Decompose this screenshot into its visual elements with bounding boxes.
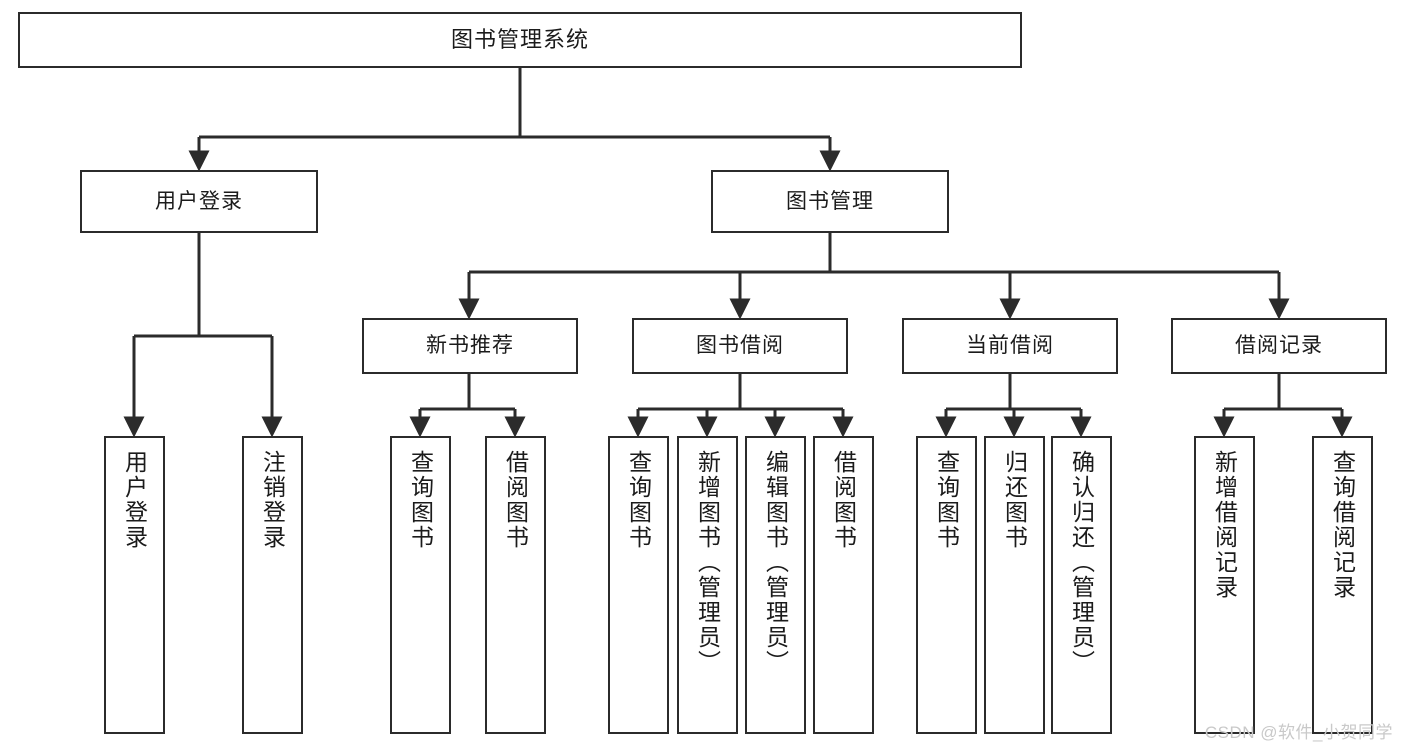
node-label: 新书推荐 [426,334,514,358]
node-label: 用户登录 [155,189,243,213]
csdn-watermark: CSDN @软件_小贺同学 [1204,723,1393,742]
node-label: 查询图书 [625,450,652,550]
node-new-book-recommendation[interactable]: 新书推荐 [362,318,578,374]
node-borrowing-record[interactable]: 借阅记录 [1171,318,1387,374]
leaf-user-login-login[interactable]: 用户登录 [104,436,165,734]
node-label: 当前借阅 [966,334,1054,358]
node-label: 编辑图书（管理员） [762,450,789,675]
leaf-current-confirm-return-admin[interactable]: 确认归还（管理员） [1051,436,1112,734]
node-label: 图书借阅 [696,334,784,358]
node-book-borrowing[interactable]: 图书借阅 [632,318,848,374]
node-label: 新增图书（管理员） [694,450,721,675]
leaf-borrow-edit-book-admin[interactable]: 编辑图书（管理员） [745,436,806,734]
leaf-borrow-query-book[interactable]: 查询图书 [608,436,669,734]
node-label: 查询图书 [933,450,960,550]
leaf-new-book-borrow-book[interactable]: 借阅图书 [485,436,546,734]
leaf-borrow-borrow-book[interactable]: 借阅图书 [813,436,874,734]
node-label: 图书管理系统 [450,26,589,52]
node-label: 归还图书 [1001,450,1028,550]
node-current-borrowing[interactable]: 当前借阅 [902,318,1118,374]
node-label: 查询借阅记录 [1329,450,1356,600]
leaf-current-return-book[interactable]: 归还图书 [984,436,1045,734]
leaf-current-query-book[interactable]: 查询图书 [916,436,977,734]
leaf-record-query-borrow-record[interactable]: 查询借阅记录 [1312,436,1373,734]
leaf-user-login-logout[interactable]: 注销登录 [242,436,303,734]
leaf-borrow-add-book-admin[interactable]: 新增图书（管理员） [677,436,738,734]
node-label: 借阅图书 [830,450,857,550]
node-label: 借阅图书 [502,450,529,550]
node-label: 新增借阅记录 [1211,450,1238,600]
node-label: 确认归还（管理员） [1068,450,1095,675]
node-label: 注销登录 [259,450,286,550]
node-book-management[interactable]: 图书管理 [711,170,949,233]
node-root-book-management-system[interactable]: 图书管理系统 [18,12,1022,68]
node-label: 图书管理 [786,189,874,213]
node-label: 用户登录 [121,450,148,550]
node-label: 查询图书 [407,450,434,550]
leaf-new-book-query-book[interactable]: 查询图书 [390,436,451,734]
leaf-record-add-borrow-record[interactable]: 新增借阅记录 [1194,436,1255,734]
node-user-login[interactable]: 用户登录 [80,170,318,233]
node-label: 借阅记录 [1235,334,1323,358]
